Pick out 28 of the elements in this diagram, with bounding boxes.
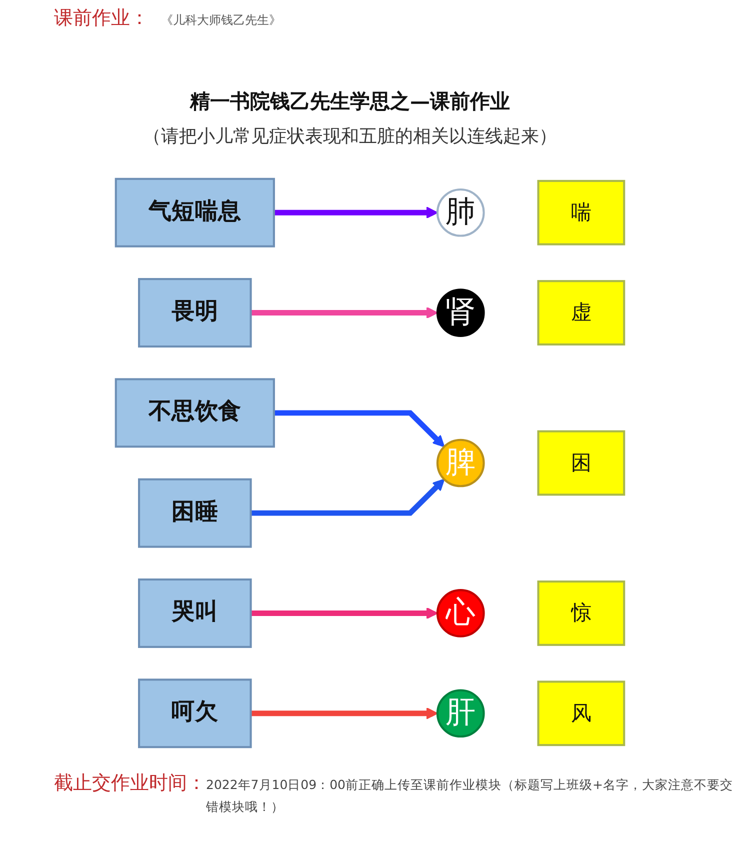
node-box: 气短喘息 <box>114 178 275 248</box>
book-title: 《儿科大师钱乙先生》 <box>161 13 281 27</box>
section-heading: 课前作业： <box>54 7 149 29</box>
arrow <box>274 206 438 219</box>
node-circle: 肺 <box>436 188 485 237</box>
subtitle: （请把小儿常见症状表现和五脏的相关以连线起来） <box>143 125 557 148</box>
node-box: 哭叫 <box>138 578 252 648</box>
node-box: 困睡 <box>138 478 252 548</box>
node-box: 畏明 <box>138 278 252 348</box>
node-box: 惊 <box>537 580 626 646</box>
node-circle: 肾 <box>436 288 485 337</box>
title: 精一书院钱乙先生学思之—课前作业 <box>190 88 510 115</box>
node-box: 呵欠 <box>138 678 252 748</box>
arrow <box>250 478 445 516</box>
node-circle: 肝 <box>436 689 485 738</box>
arrow <box>250 306 438 319</box>
node-circle: 脾 <box>436 438 485 488</box>
node-box: 风 <box>537 680 626 746</box>
arrow <box>250 707 438 720</box>
node-box: 不思饮食 <box>114 378 275 448</box>
arrow <box>250 607 438 620</box>
node-box: 困 <box>537 430 626 496</box>
node-box: 喘 <box>537 180 626 246</box>
arrow <box>274 410 445 448</box>
deadline-note: 2022年7月10日09：00前正确上传至课前作业模块（标题写上班级+名字，大家注意不要交错模块哦！） <box>206 776 734 816</box>
node-circle: 心 <box>436 589 485 638</box>
deadline-heading: 截止交作业时间： <box>54 772 206 794</box>
node-box: 虚 <box>537 280 626 346</box>
